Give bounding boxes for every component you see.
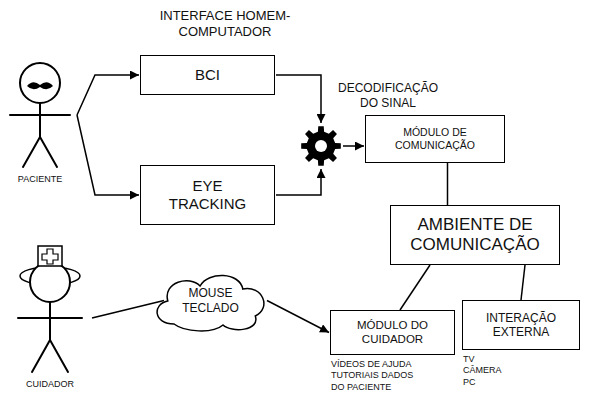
figure-label: CUIDADOR (10, 379, 90, 390)
cloud-outline (157, 275, 264, 330)
figure-head (20, 63, 60, 103)
connector (267, 301, 329, 333)
figure-head (30, 262, 70, 302)
node-body: VÍDEOS DE AJUDA TUTORIAIS DADOS DO PACIE… (331, 359, 417, 393)
diagram-title: INTERFACE HOMEM-COMPUTADOR (150, 8, 300, 39)
node-label: EYE TRACKING (158, 177, 258, 213)
connector (276, 169, 321, 195)
connector (77, 75, 139, 115)
figure-stroke (23, 137, 40, 167)
node-label: MÓDULO DO CUIDADOR (343, 319, 443, 347)
figure-stroke (39, 103, 41, 137)
mustache (27, 82, 53, 89)
connector (92, 301, 164, 319)
node-label: MOUSE TECLADO (176, 286, 246, 315)
input-cloud: MOUSE TECLADO (148, 268, 273, 333)
process-box: BCI (140, 55, 275, 95)
figure-stroke (50, 340, 68, 372)
node-label: DECODIFICAÇÃO DO SINAL (329, 81, 447, 110)
process-box: EYE TRACKING (140, 165, 275, 225)
gear-node: DECODIFICAÇÃO DO SINAL (300, 125, 342, 167)
figure-stroke (32, 340, 50, 372)
stick-figure (10, 240, 90, 375)
figure-stroke (10, 114, 70, 116)
connector (343, 145, 364, 147)
process-box: MÓDULO DO CUIDADORVÍDEOS DE AJUDA TUTORI… (330, 310, 455, 355)
connector (521, 265, 525, 300)
figure-stroke (40, 137, 57, 167)
node-body: TV CÂMERA PC (463, 354, 505, 388)
patient-figure: PACIENTE (5, 55, 75, 190)
node-label: AMBIENTE DE COMUNICAÇÃO (400, 215, 550, 256)
figure-stroke (18, 317, 82, 319)
gear-icon (300, 125, 342, 167)
figure-stroke (49, 302, 51, 340)
carer-figure: CUIDADOR (10, 240, 90, 395)
nurse-cap (38, 246, 62, 266)
connector (77, 115, 139, 195)
node-label: INTERAÇÃO EXTERNA (476, 311, 566, 340)
connector (400, 265, 430, 310)
node-label: MÓDULO DE COMUNICAÇÃO (388, 126, 483, 151)
process-box: AMBIENTE DE COMUNICAÇÃO (390, 205, 560, 265)
cap-cross (42, 249, 58, 264)
stick-figure (5, 55, 75, 170)
process-box: MÓDULO DE COMUNICAÇÃO (365, 115, 505, 163)
node-label: BCI (195, 66, 220, 84)
figure-label: PACIENTE (5, 174, 75, 185)
connector (276, 75, 321, 123)
gear-hole (315, 140, 327, 152)
process-box: INTERAÇÃO EXTERNATV CÂMERA PC (462, 300, 580, 350)
gear-shape (301, 126, 341, 166)
connector (447, 163, 449, 205)
